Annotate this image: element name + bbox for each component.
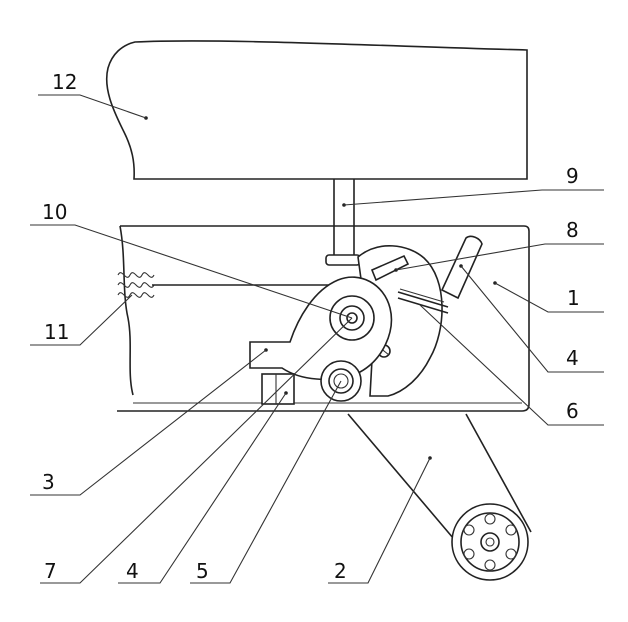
callout-4-bottom: 4 bbox=[126, 559, 139, 583]
callout-12: 12 bbox=[52, 70, 77, 94]
part-12-upper-block bbox=[105, 40, 528, 180]
callout-8: 8 bbox=[566, 218, 579, 242]
callout-7: 7 bbox=[44, 559, 57, 583]
callout-4-right: 4 bbox=[566, 346, 579, 370]
callout-5: 5 bbox=[196, 559, 209, 583]
callout-3: 3 bbox=[42, 470, 55, 494]
callout-1: 1 bbox=[567, 286, 580, 310]
callout-9: 9 bbox=[566, 164, 579, 188]
part-9-rod bbox=[325, 179, 361, 266]
part-11-spring bbox=[117, 272, 340, 298]
part-8-lever bbox=[357, 245, 443, 397]
callout-6: 6 bbox=[566, 399, 579, 423]
callout-11: 11 bbox=[44, 320, 69, 344]
part-6-spring-clip bbox=[397, 288, 449, 314]
callout-labels: 12 9 10 8 1 11 4 6 3 7 4 5 2 bbox=[42, 70, 580, 583]
part-2-belt-pulley bbox=[347, 413, 532, 581]
callout-2: 2 bbox=[334, 559, 347, 583]
leader-lines bbox=[30, 94, 604, 584]
callout-10: 10 bbox=[42, 200, 67, 224]
